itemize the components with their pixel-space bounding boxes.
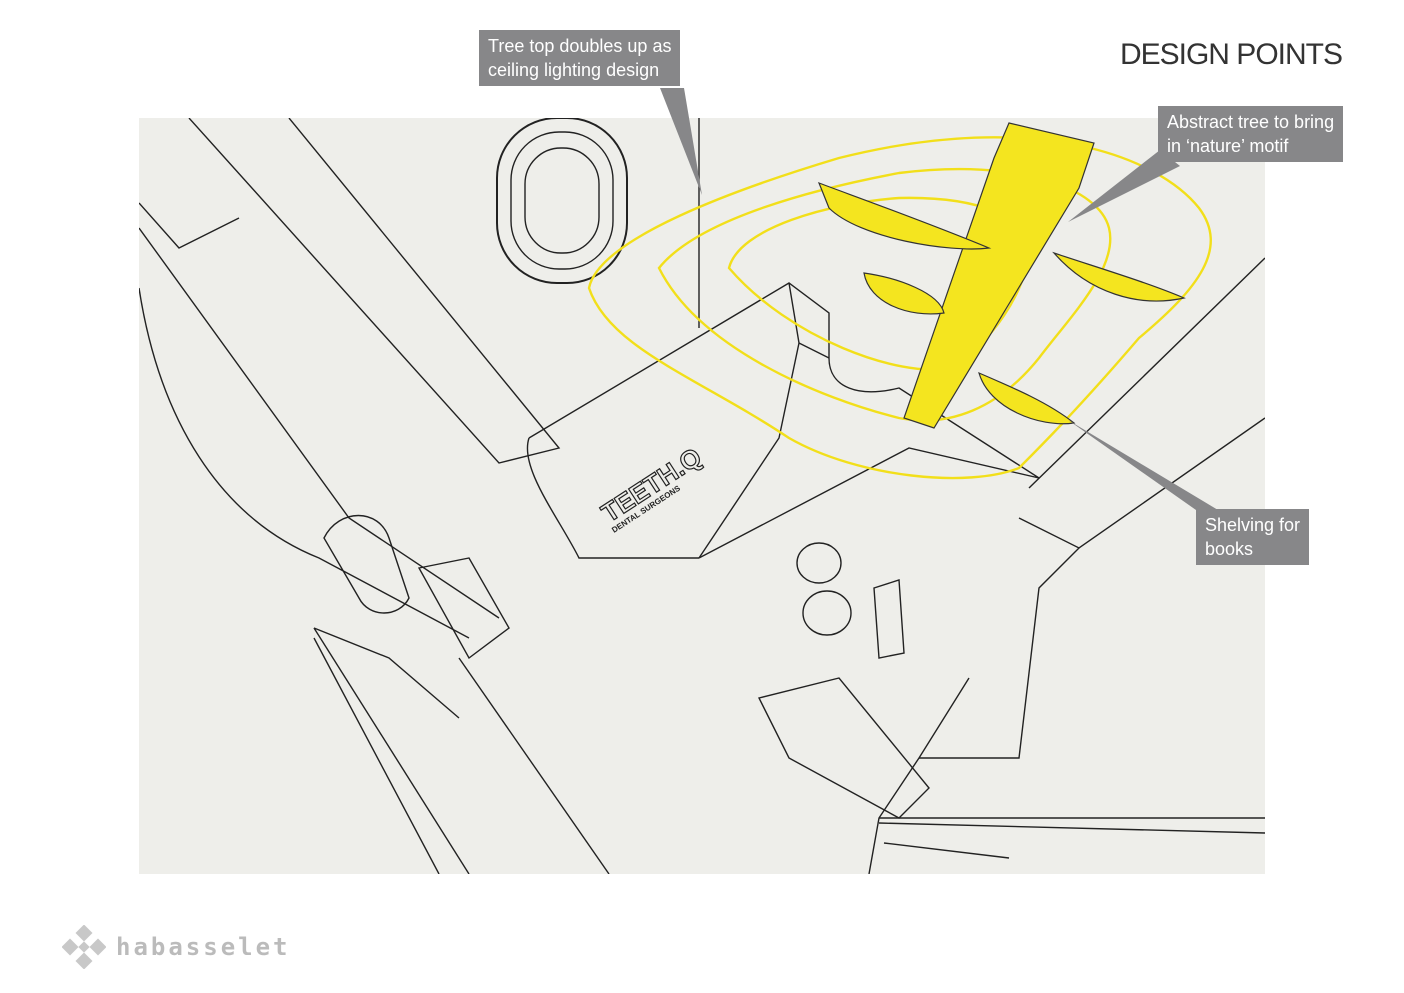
logo-mark-icon — [62, 925, 106, 969]
callout-abstract-tree: Abstract tree to bring in ‘nature’ motif — [1158, 106, 1344, 162]
interior-sketch: TEETH.Q DENTAL SURGEONS — [139, 118, 1265, 874]
callout-ceiling-lighting: Tree top doubles up as ceiling lighting … — [479, 30, 681, 86]
company-logo: habasselet — [62, 925, 291, 969]
page-title: DESIGN POINTS — [1119, 38, 1343, 71]
callout-shelving: Shelving for books — [1196, 509, 1310, 565]
logo-text: habasselet — [116, 933, 291, 961]
signage-name: TEETH.Q — [596, 442, 707, 529]
